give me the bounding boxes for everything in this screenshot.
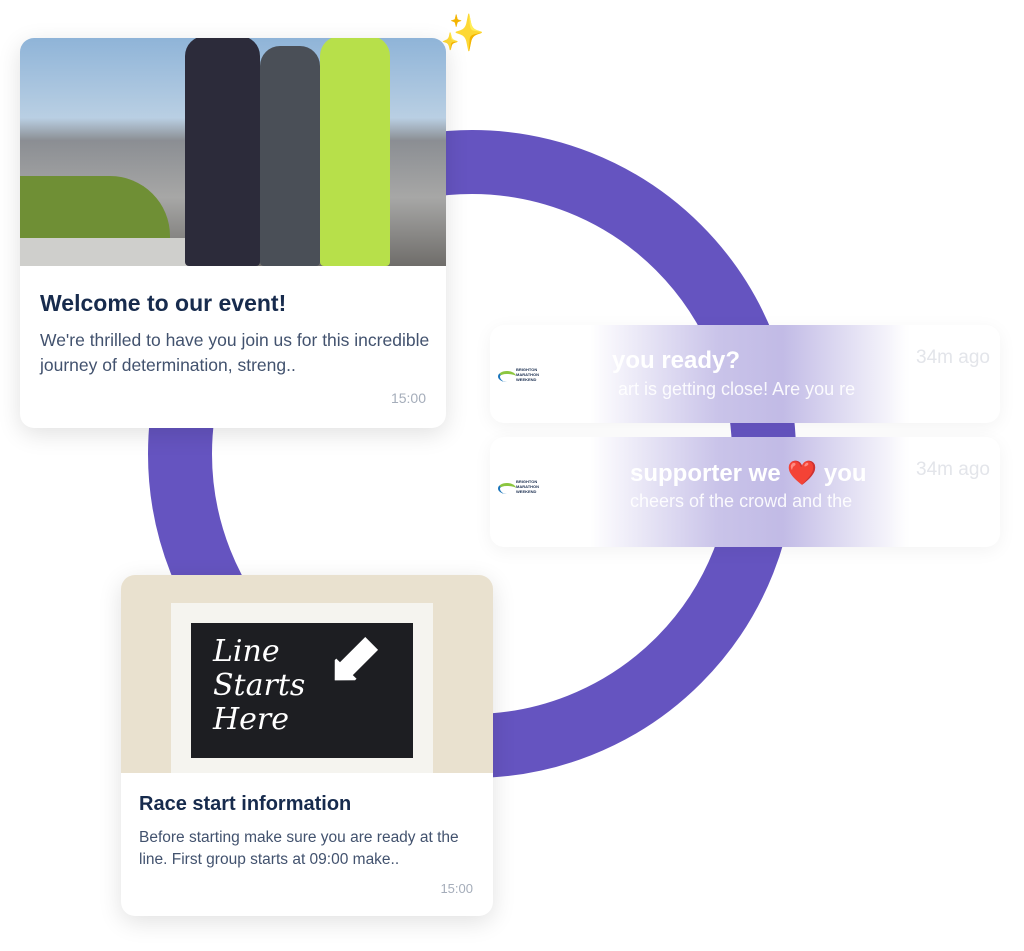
notification-row[interactable]: BRIGHTON MARATHON WEEKEND you ready? art…: [490, 325, 1000, 423]
line-starts-here-image: Line Starts Here ⬋: [121, 575, 493, 773]
brand-logo: BRIGHTON MARATHON WEEKEND: [498, 367, 546, 383]
card-time: 15:00: [390, 390, 426, 406]
card-title: Welcome to our event!: [40, 290, 287, 316]
sign-text: Line: [213, 634, 280, 669]
sparkle-icon: ✨: [440, 12, 485, 53]
card-time: 15:00: [440, 881, 473, 896]
notification-row[interactable]: BRIGHTON MARATHON WEEKEND supporter we ❤…: [490, 437, 1000, 547]
sign-text: Starts: [213, 668, 306, 703]
sign-board: Line Starts Here ⬋: [191, 623, 413, 758]
card-body: We're thrilled to have you join us for t…: [40, 330, 430, 376]
curb: [20, 238, 200, 266]
notification-time: 34m ago: [916, 347, 990, 368]
notification-body: art is getting close! Are you re: [618, 379, 856, 399]
grass: [20, 176, 170, 241]
highlight-band: [590, 325, 910, 423]
notification-title: you ready?: [612, 347, 741, 374]
runner: [185, 38, 260, 266]
fade-overlay: [890, 437, 1000, 547]
logo-text: BRIGHTON MARATHON WEEKEND: [516, 367, 540, 382]
brand-logo: BRIGHTON MARATHON WEEKEND: [498, 479, 546, 495]
runner: [320, 38, 390, 266]
notification-card-race-start[interactable]: Line Starts Here ⬋ Race start informatio…: [121, 575, 493, 916]
notification-card-welcome[interactable]: Welcome to our event! We're thrilled to …: [20, 38, 446, 428]
notification-time: 34m ago: [916, 459, 990, 480]
highlight-band: [590, 437, 910, 547]
logo-text: BRIGHTON MARATHON WEEKEND: [516, 479, 540, 494]
fade-overlay: [890, 325, 1000, 423]
sign-text: Here: [213, 702, 290, 737]
notification-title: supporter we ❤️ you: [630, 460, 867, 487]
card-body: Before starting make sure you are ready …: [139, 829, 459, 869]
logo-swoosh-icon: [498, 483, 516, 494]
logo-swoosh-icon: [498, 371, 516, 382]
arrow-down-icon: ⬋: [324, 619, 383, 701]
notification-body: cheers of the crowd and the: [630, 491, 853, 511]
runners-image: [20, 38, 446, 266]
runner: [260, 46, 320, 266]
sign-frame: Line Starts Here ⬋: [171, 603, 433, 773]
card-title: Race start information: [139, 793, 352, 815]
